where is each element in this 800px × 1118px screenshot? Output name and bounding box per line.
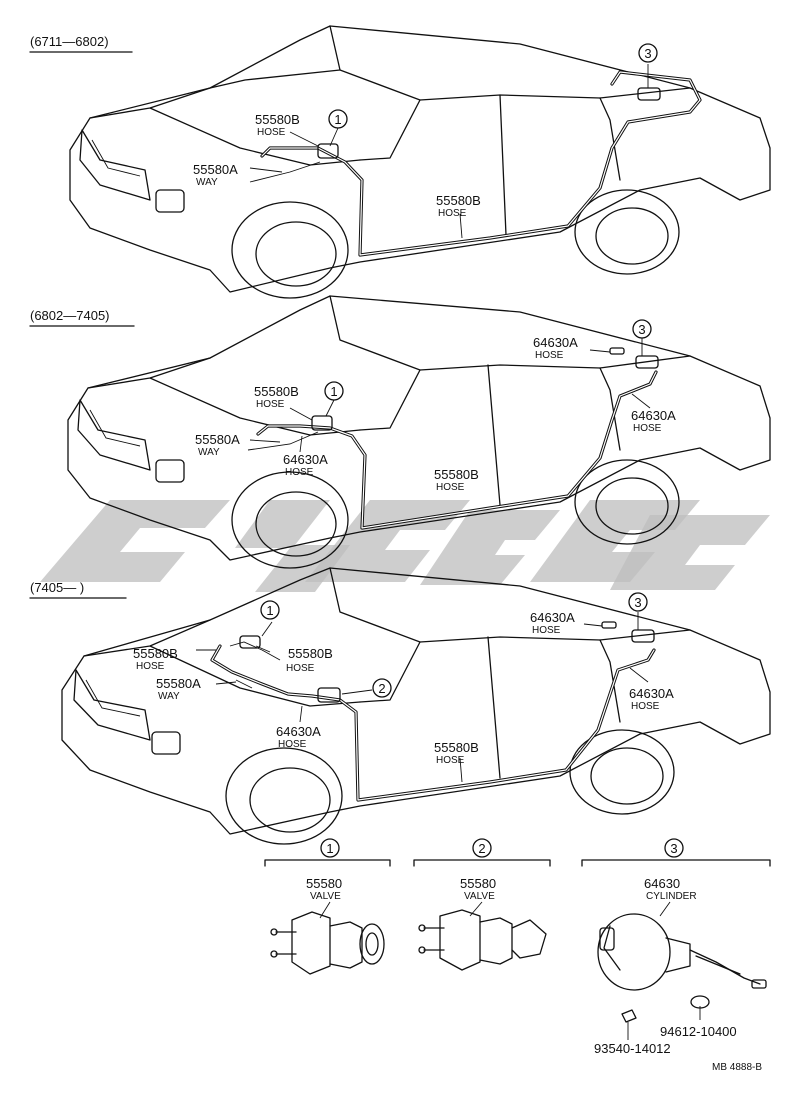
part-number-label: 64630A — [631, 408, 676, 423]
part-number-label: 55580B — [434, 740, 479, 755]
valve-icon — [439, 909, 481, 971]
car-diagram-2: (6802—7405) 55580B HOSE 55580A — [29, 295, 771, 569]
detail-valve-2: 2 55580 VALVE — [413, 838, 551, 971]
part-number-label: 55580 — [306, 876, 342, 891]
part-number-label: 64630A — [283, 452, 328, 467]
callout-number: 3 — [634, 595, 641, 610]
part-desc-label: HOSE — [257, 127, 286, 138]
callout-circle — [632, 319, 652, 339]
callout-number: 1 — [326, 841, 333, 856]
part-desc-label: HOSE — [436, 755, 465, 766]
part-number-label: 55580 — [460, 876, 496, 891]
part-desc-label: HOSE — [631, 701, 660, 712]
callout-circle — [260, 600, 280, 620]
callout-number: 3 — [670, 841, 677, 856]
callout-number: 1 — [266, 603, 273, 618]
part-number-label: 64630A — [629, 686, 674, 701]
part-number-label: 55580A — [195, 432, 240, 447]
part-number-label: 55580B — [436, 193, 481, 208]
car-diagram-3: (7405— ) 555 — [29, 567, 771, 845]
part-desc-label: HOSE — [286, 663, 315, 674]
part-number-label: 55580A — [156, 676, 201, 691]
callout-circle — [628, 592, 648, 612]
part-number-label: 64630A — [530, 610, 575, 625]
part-number-label: 94612-10400 — [660, 1024, 737, 1039]
part-number-label: 55580B — [133, 646, 178, 661]
part-number-label: 64630A — [533, 335, 578, 350]
callout-circle — [328, 109, 348, 129]
callout-number: 1 — [334, 112, 341, 127]
part-number-label: 93540-14012 — [594, 1041, 671, 1056]
part-desc-label: HOSE — [535, 350, 564, 361]
callout-number: 3 — [644, 46, 651, 61]
detail-valve-1: 1 55580 VALVE — [264, 838, 391, 975]
part-number-label: 55580B — [255, 112, 300, 127]
part-desc-label: CYLINDER — [646, 891, 697, 902]
part-desc-label: WAY — [196, 177, 218, 188]
period-label: (7405— ) — [30, 580, 84, 595]
part-number-label: 64630 — [644, 876, 680, 891]
drawing-reference: MB 4888-B — [712, 1062, 762, 1073]
callout-number: 1 — [330, 384, 337, 399]
callout-number: 2 — [378, 681, 385, 696]
part-desc-label: HOSE — [436, 482, 465, 493]
part-number-label: 55580A — [193, 162, 238, 177]
detail-cylinder-3: 3 64630 CYLINDER 94612-10400 93540-14012 — [581, 838, 771, 1056]
callout-number: 2 — [478, 841, 485, 856]
callout-circle — [664, 838, 684, 858]
period-label: (6802—7405) — [30, 308, 110, 323]
callout-circle — [324, 381, 344, 401]
part-desc-label: VALVE — [464, 891, 495, 902]
part-number-label: 55580B — [288, 646, 333, 661]
period-label: (6711—6802) — [30, 34, 109, 49]
watermark-logo — [40, 500, 770, 592]
part-desc-label: WAY — [198, 447, 220, 458]
callout-circle — [472, 838, 492, 858]
part-desc-label: HOSE — [633, 423, 662, 434]
part-desc-label: VALVE — [310, 891, 341, 902]
part-desc-label: WAY — [158, 691, 180, 702]
cylinder-icon — [597, 913, 671, 991]
part-desc-label: HOSE — [278, 739, 307, 750]
part-desc-label: HOSE — [532, 625, 561, 636]
callout-circle — [638, 43, 658, 63]
part-number-label: 64630A — [276, 724, 321, 739]
part-desc-label: HOSE — [136, 661, 165, 672]
part-desc-label: HOSE — [438, 208, 467, 219]
valve-icon — [291, 911, 331, 975]
car-diagram-1: (6711—6802) 55580B HOSE 5558 — [29, 25, 771, 299]
part-desc-label: HOSE — [285, 467, 314, 478]
part-number-label: 55580B — [434, 467, 479, 482]
callout-circle — [320, 838, 340, 858]
part-desc-label: HOSE — [256, 399, 285, 410]
callout-number: 3 — [638, 322, 645, 337]
callout-circle — [372, 678, 392, 698]
part-number-label: 55580B — [254, 384, 299, 399]
